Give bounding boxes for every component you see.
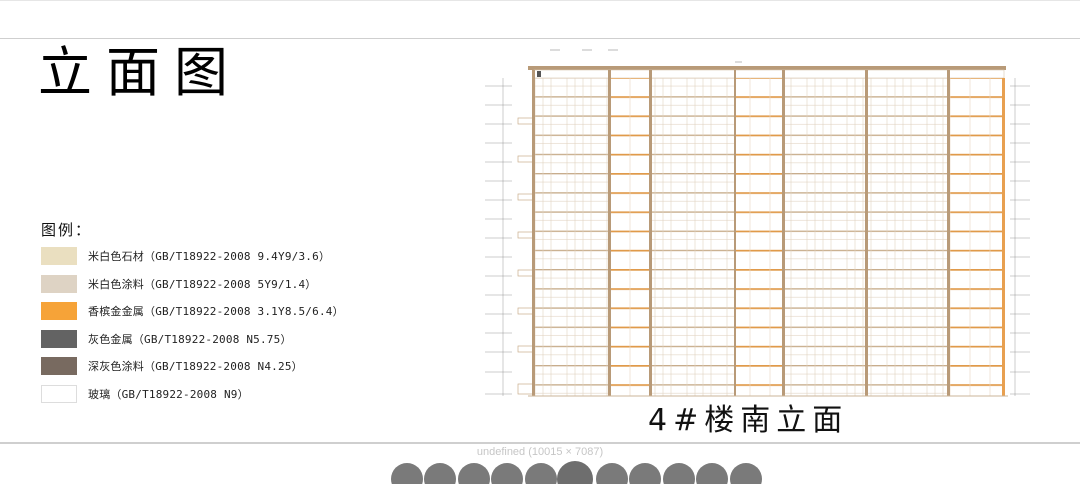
viewer-divider <box>0 442 1080 444</box>
drawing-caption: 4#楼南立面 <box>648 403 849 438</box>
thumbnail-6-active[interactable] <box>557 461 593 484</box>
legend-item: 米白色涂料（GB/T18922-2008 5Y9/1.4） <box>41 275 317 293</box>
thumbnail-9[interactable] <box>663 463 695 484</box>
thumbnail-4[interactable] <box>491 463 523 484</box>
thumbnail-7[interactable] <box>596 463 628 484</box>
thumbnail-3[interactable] <box>458 463 490 484</box>
thumbnail-strip <box>391 461 771 484</box>
thumbnail-8[interactable] <box>629 463 661 484</box>
legend-label: 玻璃（GB/T18922-2008 N9） <box>88 388 249 401</box>
legend-label: 深灰色涂料（GB/T18922-2008 N4.25） <box>88 360 303 373</box>
swatch-beige-paint <box>41 275 77 293</box>
legend-label: 灰色金属（GB/T18922-2008 N5.75） <box>88 333 292 346</box>
thumbnail-5[interactable] <box>525 463 557 484</box>
page-title: 立面图 <box>38 41 242 104</box>
legend-label: 米白色石材（GB/T18922-2008 9.4Y9/3.6） <box>88 250 331 263</box>
legend-item: 玻璃（GB/T18922-2008 N9） <box>41 385 249 403</box>
slide-canvas: 立面图 图例： 米白色石材（GB/T18922-2008 9.4Y9/3.6） … <box>0 39 1080 442</box>
swatch-glass <box>41 385 77 403</box>
legend-label: 米白色涂料（GB/T18922-2008 5Y9/1.4） <box>88 278 317 291</box>
top-bar <box>0 0 1080 39</box>
thumbnail-1[interactable] <box>391 463 423 484</box>
thumbnail-11[interactable] <box>730 463 762 484</box>
swatch-dark-gray-paint <box>41 357 77 375</box>
image-info-label: undefined (10015 × 7087) <box>476 446 604 458</box>
swatch-champagne-metal <box>41 302 77 320</box>
swatch-beige-stone <box>41 247 77 265</box>
thumbnail-10[interactable] <box>696 463 728 484</box>
thumbnail-2[interactable] <box>424 463 456 484</box>
elevation-drawing <box>485 49 1030 397</box>
legend-item: 灰色金属（GB/T18922-2008 N5.75） <box>41 330 292 348</box>
legend-item: 深灰色涂料（GB/T18922-2008 N4.25） <box>41 357 303 375</box>
legend-item: 香槟金金属（GB/T18922-2008 3.1Y8.5/6.4） <box>41 302 344 320</box>
swatch-gray-metal <box>41 330 77 348</box>
legend-heading: 图例： <box>41 221 93 239</box>
legend-item: 米白色石材（GB/T18922-2008 9.4Y9/3.6） <box>41 247 330 265</box>
legend-label: 香槟金金属（GB/T18922-2008 3.1Y8.5/6.4） <box>88 305 344 318</box>
